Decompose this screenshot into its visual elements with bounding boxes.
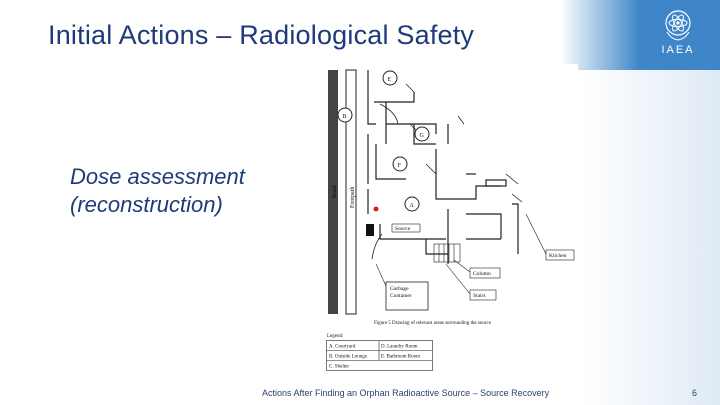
page-number: 6	[692, 388, 698, 398]
legend-cell: E. Bathroom Room	[381, 355, 420, 360]
legend-cell: B. Outside Lounge	[329, 355, 368, 360]
garbage-container	[385, 281, 429, 311]
atom-emblem-icon	[665, 10, 691, 41]
footpath-label: Footpath	[350, 187, 356, 208]
marker-a: A	[410, 203, 415, 209]
building-walls	[367, 70, 519, 264]
legend-title: Legend:	[327, 334, 343, 339]
figure-caption: Figure 5 Drawing of relevant areas surro…	[374, 321, 492, 326]
column-box	[469, 267, 501, 279]
source-block	[366, 224, 374, 236]
dose-line-1: Dose assessment	[70, 164, 245, 189]
garbage-label-1: Garbage	[390, 286, 409, 292]
source-label: Source	[395, 226, 411, 232]
marker-g: G	[420, 133, 425, 139]
column-label: Column	[473, 271, 491, 277]
logo-text: IAEA	[661, 44, 695, 56]
legend-cell: C. Shelter	[329, 365, 349, 370]
stairs	[433, 243, 461, 263]
background-gradient	[580, 70, 720, 405]
legend-cell: D. Laundry Room	[381, 345, 418, 350]
marker-b: B	[343, 114, 347, 120]
marker-f: F	[398, 163, 402, 169]
figure-legend: Legend: A. Courtyard D. Laundry Room B. …	[326, 330, 434, 382]
marker-e: E	[388, 77, 392, 83]
footer-text: Actions After Finding an Orphan Radioact…	[262, 388, 550, 398]
room-markers: E B G F A	[337, 70, 430, 212]
door-swings	[371, 83, 523, 260]
kitchen-box	[545, 249, 575, 261]
site-drawing: Road Footpath	[326, 64, 578, 327]
stairs-label: Stairs	[473, 293, 486, 299]
source-dot	[373, 206, 379, 212]
stairs-box	[469, 289, 497, 301]
header-gradient	[560, 0, 640, 70]
iaea-logo: IAEA	[656, 8, 700, 64]
kitchen-label: Kitchen	[549, 253, 567, 259]
road-label: Road	[332, 185, 338, 198]
legend-cell: A. Courtyard	[329, 345, 356, 350]
road-strip	[328, 70, 338, 314]
garbage-label-2: Container	[390, 293, 412, 299]
dose-assessment-text: Dose assessment (reconstruction)	[70, 163, 245, 219]
dose-line-2: (reconstruction)	[70, 192, 223, 217]
footpath-strip	[345, 69, 357, 315]
slide-title: Initial Actions – Radiological Safety	[48, 20, 475, 50]
